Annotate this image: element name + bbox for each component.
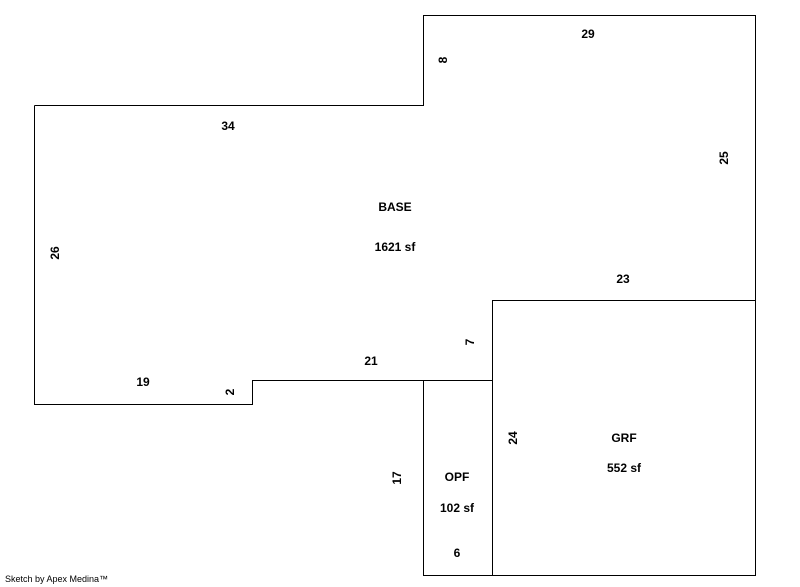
opf-outline xyxy=(423,380,493,576)
opf-name: OPF xyxy=(445,470,470,484)
dim-label: 29 xyxy=(581,27,595,41)
dim-label: 23 xyxy=(616,272,630,286)
dim-label: 6 xyxy=(454,546,461,560)
opf-area: 102 sf xyxy=(440,501,475,515)
base-name: BASE xyxy=(378,200,411,214)
grf-name: GRF xyxy=(611,431,636,445)
grf-area: 552 sf xyxy=(607,461,642,475)
dim-label: 7 xyxy=(463,338,477,345)
dim-label: 8 xyxy=(436,56,450,63)
dim-label: 25 xyxy=(717,151,731,165)
dim-label: 34 xyxy=(221,119,235,133)
dim-label: 2 xyxy=(223,388,237,395)
footer-credit: Sketch by Apex Medina™ xyxy=(5,574,109,584)
dim-label: 24 xyxy=(506,431,520,445)
dim-label: 26 xyxy=(48,246,62,260)
base-area: 1621 sf xyxy=(375,240,417,254)
dim-label: 19 xyxy=(136,375,150,389)
dim-label: 21 xyxy=(364,354,378,368)
dim-label: 17 xyxy=(390,471,404,485)
